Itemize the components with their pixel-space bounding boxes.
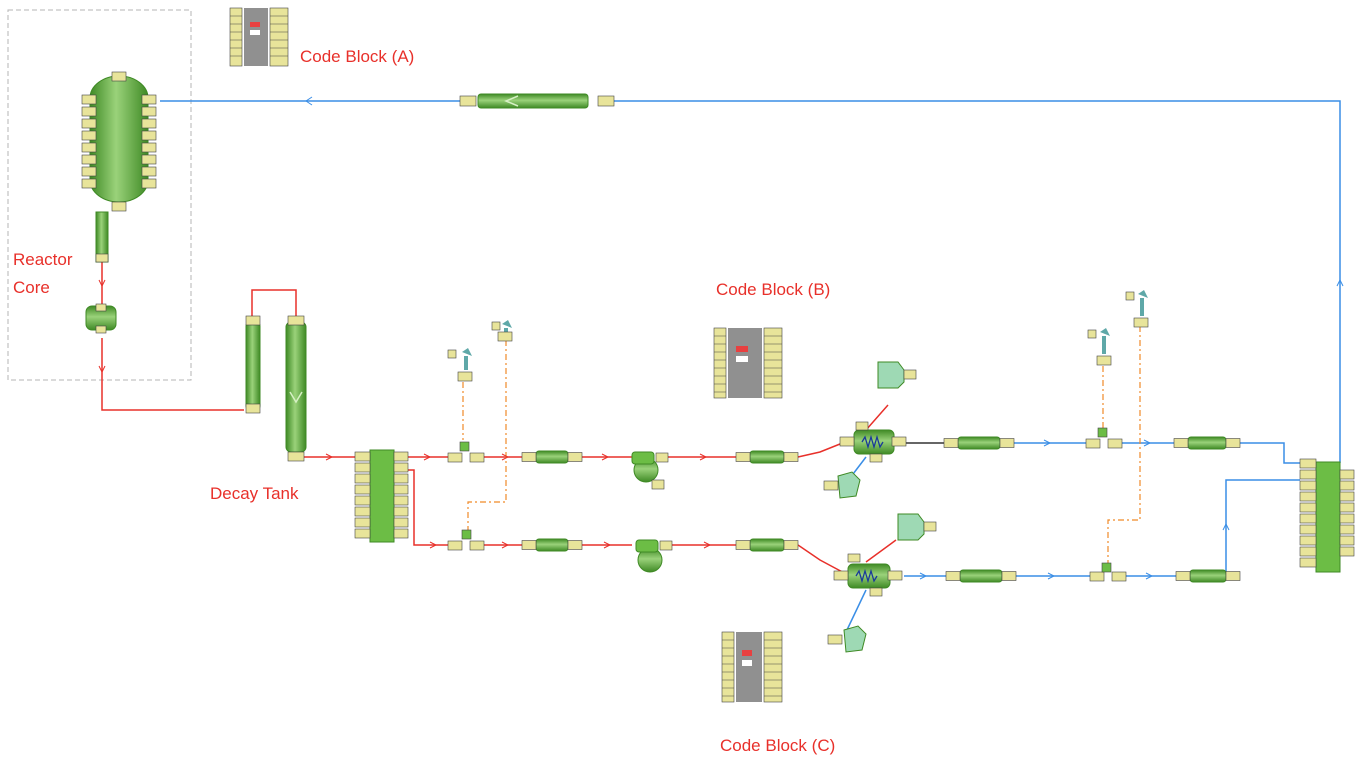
pipe-icon[interactable] <box>459 93 615 109</box>
code-block-icon[interactable] <box>229 7 290 67</box>
pipe-icon[interactable] <box>1173 436 1241 450</box>
boundary-condition-icon[interactable] <box>877 361 917 389</box>
pipe-icon[interactable] <box>245 315 261 414</box>
heat-exchanger-icon[interactable] <box>839 421 907 463</box>
junction-icon[interactable] <box>1089 562 1127 582</box>
sensor-icon[interactable] <box>447 348 473 382</box>
reactor-core-frame <box>7 9 192 381</box>
vessel-icon[interactable] <box>81 71 157 212</box>
code-block-icon[interactable] <box>713 327 783 399</box>
pipe-icon[interactable] <box>521 450 583 464</box>
control-line-4 <box>1107 326 1141 565</box>
heat-exchanger-icon[interactable] <box>833 553 903 597</box>
sensor-icon[interactable] <box>1087 328 1112 366</box>
core-outlet-line <box>101 262 244 411</box>
code-block-b-label: Code Block (B) <box>716 280 831 299</box>
pipe-icon[interactable] <box>521 538 583 552</box>
pipe-icon[interactable] <box>285 315 307 462</box>
hx2-cold-out <box>845 589 867 633</box>
pipe-icon[interactable] <box>943 436 1015 450</box>
reactor-core-label: Reactor Core <box>13 250 73 297</box>
hot-leg-lower <box>407 469 849 576</box>
flow-arrows <box>98 96 1344 580</box>
hx2-to-sink-line <box>865 539 897 563</box>
pipe-icon[interactable] <box>945 569 1017 583</box>
boundary-condition-icon[interactable] <box>897 513 937 541</box>
boundary-condition-icon[interactable] <box>827 625 867 653</box>
pipe-icon[interactable] <box>735 450 799 464</box>
junction-icon[interactable] <box>447 529 485 551</box>
code-block-icon[interactable] <box>721 631 783 703</box>
sensor-icon[interactable] <box>1125 290 1149 328</box>
decay-tank-link <box>251 289 297 316</box>
cold-leg-lower <box>904 479 1300 577</box>
junction-icon[interactable] <box>1085 427 1123 449</box>
code-block-a-label: Code Block (A) <box>300 47 415 66</box>
boundary-condition-icon[interactable] <box>823 471 861 499</box>
code-block-c-label: Code Block (C) <box>720 736 836 755</box>
return-line-top <box>160 100 1341 463</box>
valve-icon[interactable] <box>85 303 117 334</box>
pump-icon[interactable] <box>635 539 673 573</box>
decay-tank-label: Decay Tank <box>210 484 299 503</box>
pipe-icon[interactable] <box>735 538 799 552</box>
plenum-icon[interactable] <box>354 449 409 543</box>
junction-icon[interactable] <box>447 441 485 463</box>
plenum-icon[interactable] <box>1299 458 1355 573</box>
pump-icon[interactable] <box>631 451 669 490</box>
control-line-2 <box>467 340 507 530</box>
cold-leg-upper-b <box>1014 442 1300 464</box>
pipe-icon[interactable] <box>1175 569 1241 583</box>
sensor-icon[interactable] <box>491 320 513 342</box>
pipe-icon[interactable] <box>95 211 109 263</box>
